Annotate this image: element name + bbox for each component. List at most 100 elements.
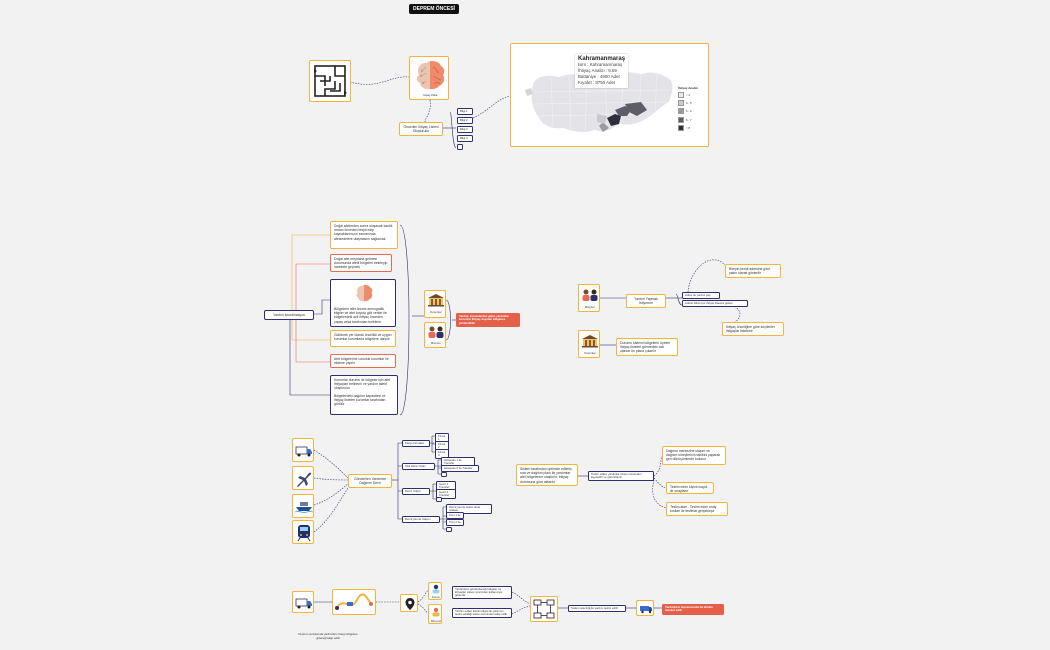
want-to-help-node: Yardım Yapmak İstiyorum bbox=[626, 294, 666, 309]
rail-item-1[interactable]: Demiryolu ile teslim alma noktası bbox=[446, 504, 492, 514]
flow-chart-box bbox=[530, 596, 558, 622]
legend-label-1: < 4 bbox=[686, 93, 690, 97]
map-tooltip: Kahramanmaraş İsim : Kahramanmaraş İhtiy… bbox=[575, 54, 629, 88]
people-icon bbox=[428, 326, 444, 338]
red-note-help: Yardım, Kurumlardan gelen yardımlar kuru… bbox=[456, 313, 520, 328]
truck-icon bbox=[295, 446, 312, 457]
note-approve: Teslim eden kişinin kaydı ile onaylanır bbox=[666, 482, 714, 494]
distribution-center-node: Gönderilen Yardımlar Dağılımı Devri bbox=[348, 474, 392, 489]
turkey-choropleth-map bbox=[525, 71, 673, 133]
location-pin-icon bbox=[405, 598, 415, 610]
ai-brain-box: Yapay Zeka bbox=[409, 56, 449, 100]
route-map-box bbox=[332, 589, 376, 615]
plane-icon bbox=[297, 472, 312, 487]
legend-swatch-5 bbox=[678, 124, 684, 131]
needs-list-node: Önceden İhtiyaç Listesi Oluşturulur bbox=[399, 122, 443, 137]
people-icon-2 bbox=[582, 289, 598, 301]
info-item-3[interactable]: Bilgi 3 bbox=[457, 126, 473, 133]
truck-icon-2 bbox=[295, 598, 312, 609]
note-priority-needs: İhtiyaç önceliğine göre seçilenler ihtiy… bbox=[722, 322, 784, 337]
group-rail[interactable]: Demiryolu ile Ulaşım bbox=[402, 516, 440, 523]
ship-icon bbox=[295, 502, 313, 513]
truck-icon-box-2 bbox=[292, 591, 314, 613]
note-regions-shown: Yardımların gönderileceği bölgeler ve ih… bbox=[452, 586, 512, 600]
rail-item-3[interactable]: Tren 2 ile bbox=[446, 519, 464, 526]
van-icon-box bbox=[636, 600, 654, 616]
person-icon-2 bbox=[432, 607, 440, 617]
brain-icon bbox=[416, 61, 445, 90]
rail-item-4[interactable] bbox=[446, 527, 452, 532]
note-delivery-tracked: Yardım edilen kişinin bilgisi ile yardım… bbox=[452, 608, 512, 618]
group-sea[interactable]: Deniz Yolları bbox=[402, 488, 430, 495]
tooltip-line-3: Battaniye : 4900 Adet bbox=[578, 74, 620, 79]
sea-item-3[interactable] bbox=[436, 497, 442, 502]
plane-icon-box bbox=[292, 466, 314, 490]
option-address-help[interactable]: Adres ile yardım yap bbox=[682, 292, 720, 299]
note-ai-demographic: Bölgelerin afet öncesi demografik bilgil… bbox=[330, 279, 396, 327]
info-item-2[interactable]: Bilgi 2 bbox=[457, 117, 473, 124]
user-box-2: Bireysel bbox=[428, 604, 442, 624]
note-nearby-address: Bireyin kendi adresine göre yakın olarak… bbox=[725, 264, 781, 279]
note-disaster-regions: Doğal afet meydana gelmesi durumunda afe… bbox=[330, 254, 392, 272]
user-2-caption: Bireysel bbox=[431, 619, 441, 623]
note-institution-needs: Durumu sistemi bölgelerin üyeleri ihtiya… bbox=[616, 338, 678, 356]
note-ai-text: Bölgelerin afet öncesi demografik bilgil… bbox=[334, 307, 387, 324]
legend-row-5: > 8 bbox=[678, 124, 698, 131]
note-delivery-record: Teslim edilen yardımlar sistem üzerinden… bbox=[588, 471, 654, 481]
air-item-2[interactable]: Havayolu 2 ile Transfer bbox=[441, 465, 479, 472]
group-air[interactable]: Sivil Hava Yolları bbox=[402, 463, 435, 470]
individuals-caption: Bireyler bbox=[431, 341, 441, 345]
legend-row-4: 6 - 7 bbox=[678, 116, 698, 123]
page-title: DEPREM ÖNCESİ bbox=[409, 4, 459, 14]
legend-label-2: 4 - 5 bbox=[686, 101, 692, 106]
note-optimized-route: Sistem tarafından optimize edilmiş rota … bbox=[516, 464, 578, 486]
person-icon-1 bbox=[432, 584, 440, 594]
legend-row-2: 4 - 5 bbox=[678, 100, 698, 107]
turkey-map-panel: Kahramanmaraş İsim : Kahramanmaraş İhtiy… bbox=[510, 43, 709, 147]
maze-icon-box bbox=[309, 60, 351, 102]
maze-icon bbox=[314, 65, 347, 97]
brain-icon-small bbox=[356, 284, 373, 302]
institutions-caption-2: Kurumlar bbox=[584, 351, 596, 355]
individuals-caption-2: Bireyler bbox=[585, 305, 595, 309]
legend-title: İhtiyaç Analizi bbox=[678, 86, 698, 90]
sea-item-2[interactable]: Gemi 2 Transfer bbox=[436, 489, 456, 499]
group-cargo[interactable]: Kargo Firmaları bbox=[402, 440, 430, 447]
note-priority-routes: Gidilecek yer olarak öncelikli ve uygun … bbox=[330, 330, 396, 347]
legend-row-1: < 4 bbox=[678, 92, 698, 98]
tooltip-line-2: İhtiyaç Analizi : 9.69 bbox=[578, 68, 617, 73]
tracking-caption: Deprem sonrasında yardımların hangi bölg… bbox=[298, 632, 358, 640]
building-icon bbox=[428, 294, 444, 307]
legend-row-3: 5 - 6 bbox=[678, 108, 698, 115]
route-map-icon bbox=[335, 593, 373, 610]
legend-label-4: 6 - 7 bbox=[686, 117, 692, 122]
individuals-box-2: Bireyler bbox=[578, 284, 600, 312]
user-box-1: Kurum bbox=[428, 582, 442, 600]
flowchart-icon bbox=[533, 599, 555, 619]
rail-item-2[interactable]: Tren 1 ile bbox=[446, 512, 464, 519]
note-institution-add: Afet bölgelerine uzunluk kurumlar ile ek… bbox=[330, 354, 396, 368]
info-item-5[interactable] bbox=[457, 144, 463, 150]
legend-label-3: 5 - 6 bbox=[686, 109, 692, 114]
info-item-4[interactable]: Bilgi 4 bbox=[457, 135, 473, 142]
legend-swatch-3 bbox=[678, 108, 684, 115]
van-icon bbox=[640, 606, 652, 614]
location-pin-box bbox=[400, 594, 418, 612]
note-needs-text-2: Bölgelerdeki dağıtım kapasitesi ve ihtiy… bbox=[334, 393, 386, 407]
building-icon-2 bbox=[582, 335, 598, 348]
tooltip-city: Kahramanmaraş bbox=[578, 56, 626, 62]
tooltip-line-4: Kıyafet : 8750 Adet bbox=[578, 80, 616, 85]
option-needs-list[interactable]: Adresi bilinmiyor ihtiyaç listesini göst… bbox=[682, 300, 748, 307]
train-icon-box bbox=[292, 520, 314, 544]
info-item-1[interactable]: Bilgi 1 bbox=[457, 108, 473, 115]
air-item-3[interactable] bbox=[441, 472, 447, 477]
institutions-caption: Kurumlar bbox=[430, 310, 442, 314]
truck-icon-box bbox=[292, 438, 314, 462]
institutions-box-2: Kurumlar bbox=[578, 330, 600, 358]
flow-delivery-label: Sistem aracılığıyla yardım teslim edilir bbox=[568, 605, 626, 612]
legend-swatch-1 bbox=[678, 92, 684, 98]
note-needs-listing: Kurumlar durumu ile bölgeler için afet i… bbox=[330, 375, 398, 415]
institutions-box: Kurumlar bbox=[424, 290, 446, 318]
note-needs-text-1: Kurumlar durumu ile bölgeler için afet i… bbox=[334, 378, 391, 391]
note-code-delivery: Teslim alan - Teslim eden onay kodları i… bbox=[666, 502, 728, 516]
